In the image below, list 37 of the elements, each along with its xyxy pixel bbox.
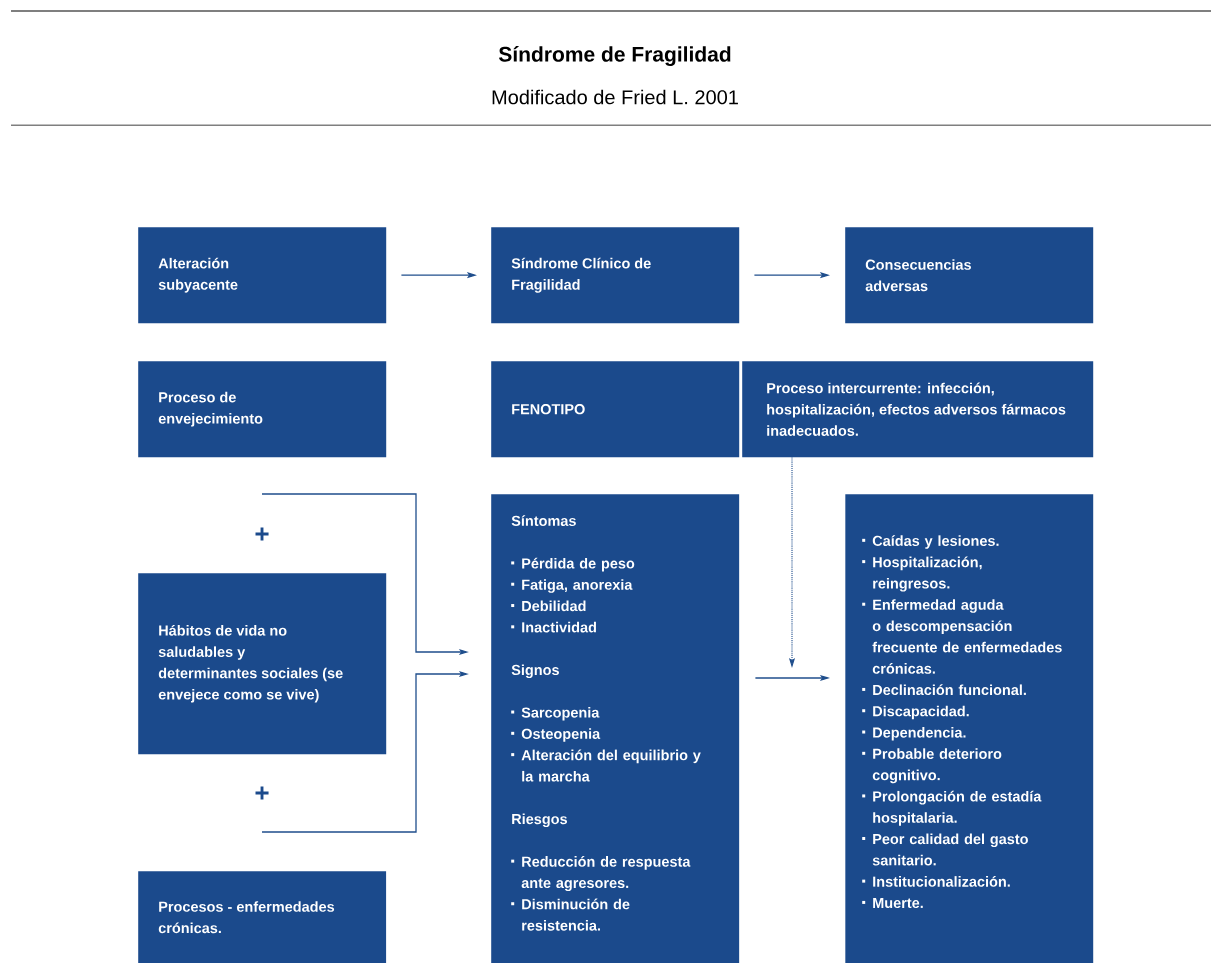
plus-sign: + — [255, 527, 269, 541]
process-box — [845, 494, 1094, 963]
list-item: Probable deterioro cognitivo. — [862, 748, 1002, 784]
process-box: Síndrome Clínico de Fragilidad — [491, 227, 740, 324]
list-item: Muerte. — [862, 897, 923, 909]
list-item: Caídas y lesiones. — [862, 535, 999, 549]
list-item: Sarcopenia — [511, 707, 600, 721]
list-heading: Signos — [511, 664, 559, 678]
process-box: Consecuencias adversas — [845, 227, 1094, 324]
plus-sign: + — [255, 786, 269, 800]
list-item: Reducción de respuesta ante agresores. — [511, 856, 691, 891]
list-item: Disminución de resistencia. — [511, 898, 630, 931]
process-box: Alteración subyacente — [138, 227, 387, 324]
list-heading: Riesgos — [512, 813, 568, 828]
process-box — [491, 494, 740, 963]
list-item: Osteopenia — [511, 728, 601, 742]
process-box: Procesos - enfermedades crónicas. — [138, 871, 387, 963]
subtitle: Modificado de Fried L. 2001 — [492, 89, 738, 105]
process-box: Hábitos de vida no saludables y determinantes sociales (se envejece como se vive) — [138, 573, 387, 755]
list-item: Hospitalización, reingresos. — [862, 556, 982, 592]
process-box: Proceso de envejecimiento — [138, 361, 387, 458]
process-box: Proceso intercurrente: infección, hospitalización, efectos adversos fármacos inadecuados. — [742, 361, 1094, 458]
list-item: Institucionalización. — [862, 876, 1010, 887]
list-item: Inactividad — [511, 621, 596, 633]
list-item: Prolongación de estadía hospitalaria. — [862, 790, 1042, 826]
list-item: Alteración del equilibrio y la marcha — [511, 749, 701, 782]
list-item: Pérdida de peso — [511, 557, 635, 572]
list-heading: Síntomas — [511, 515, 576, 526]
list-item: Enfermedad aguda o descompensación frecuente de enfermedades crónicas. — [862, 599, 1062, 674]
process-box: FENOTIPO — [491, 361, 740, 458]
list-item: Discapacidad. — [862, 705, 969, 720]
list-item: Debilidad — [511, 600, 586, 612]
list-item: Fatiga, anorexia — [511, 579, 633, 593]
list-item: Declinación funcional. — [862, 684, 1026, 696]
list-item: Peor calidad del gasto sanitario. — [862, 833, 1028, 866]
title: Síndrome de Fragilidad — [498, 46, 731, 66]
list-item: Dependencia. — [862, 727, 966, 741]
